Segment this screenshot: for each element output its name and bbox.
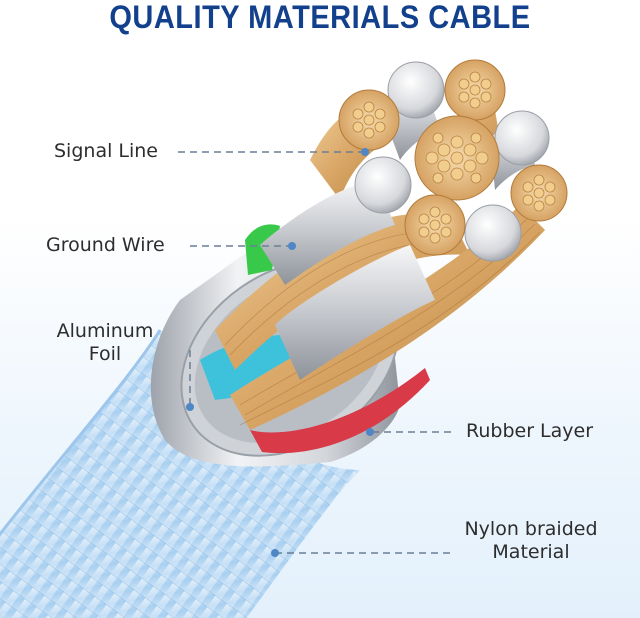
aluminum-foil-label-line1: Aluminum xyxy=(56,320,154,342)
nylon-braided-label-line1: Nylon braided xyxy=(464,518,598,540)
silver-wire-caps xyxy=(354,61,550,262)
aluminum-foil-label-line2: Foil xyxy=(88,343,122,365)
leader-lines xyxy=(178,151,456,554)
nylon-braided-label-line2: Material xyxy=(492,541,570,563)
ground-wire-label: Ground Wire xyxy=(46,234,165,256)
rubber-layer-label: Rubber Layer xyxy=(466,420,594,442)
nylon-braided-label: Nylon braided Material xyxy=(462,518,600,564)
red-core xyxy=(250,368,430,454)
aluminum-foil-label: Aluminum Foil xyxy=(50,320,160,366)
copper-wire-caps xyxy=(338,59,568,256)
nylon-braid-sheath xyxy=(0,330,360,618)
signal-line-label: Signal Line xyxy=(54,140,158,162)
leader-dots xyxy=(186,148,374,557)
page-title: QUALITY MATERIALS CABLE xyxy=(109,0,531,36)
